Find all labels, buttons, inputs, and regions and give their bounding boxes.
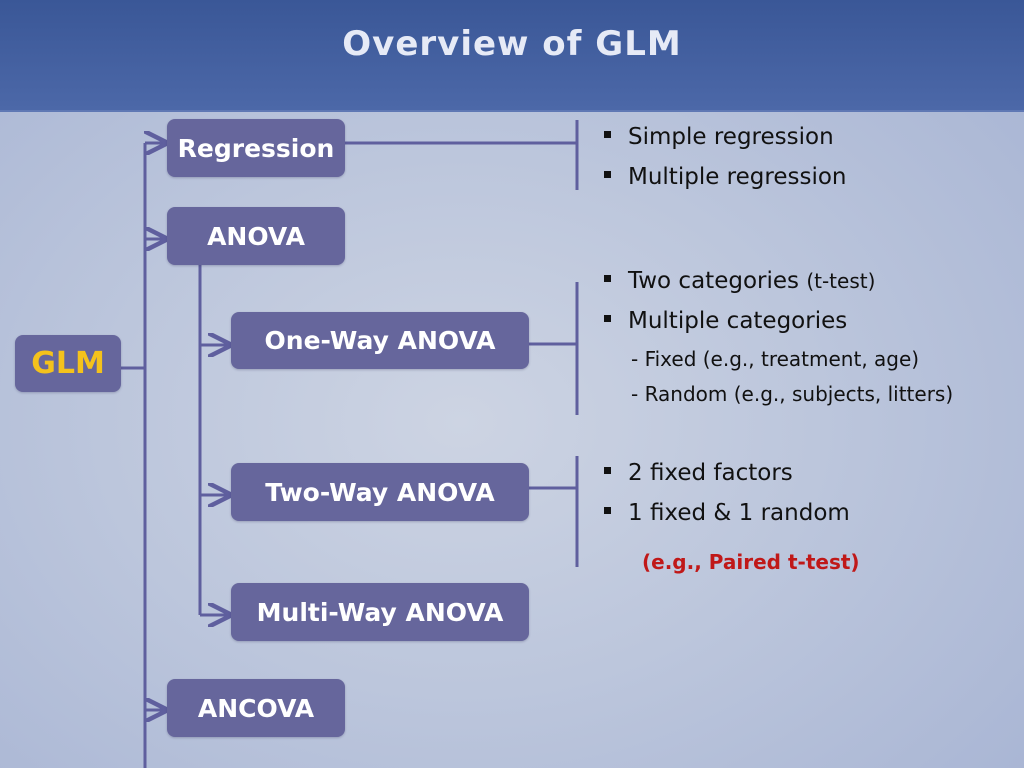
node-regression: Regression [167, 119, 345, 177]
note-text: Multiple categories [628, 308, 848, 334]
list-item: Multiple regression [604, 164, 846, 190]
node-ancova: ANCOVA [167, 679, 345, 737]
list-item: 1 fixed & 1 random [604, 500, 850, 526]
bullet-icon [604, 275, 611, 282]
paired-t-test-example: (e.g., Paired t-test) [642, 550, 860, 574]
slide-title: Overview of GLM [342, 24, 682, 64]
bullet-icon [604, 507, 611, 514]
note-text: Simple regression [628, 124, 834, 150]
title-bar: Overview of GLM [0, 0, 1024, 112]
node-one-way-anova: One-Way ANOVA [231, 312, 529, 369]
bullet-icon [604, 315, 611, 322]
node-two-way-anova: Two-Way ANOVA [231, 463, 529, 521]
list-item: Simple regression [604, 124, 834, 150]
bullet-icon [604, 467, 611, 474]
bullet-icon [604, 131, 611, 138]
node-glm: GLM [15, 335, 121, 392]
list-item: Two categories (t-test) [604, 268, 875, 294]
sub-item-random: - Random (e.g., subjects, litters) [631, 382, 954, 406]
note-text: Two categories [628, 268, 799, 294]
note-text: (t-test) [806, 269, 876, 293]
note-text: 1 fixed & 1 random [628, 500, 850, 526]
sub-item-fixed: - Fixed (e.g., treatment, age) [631, 347, 920, 371]
list-item: Multiple categories [604, 308, 847, 334]
bullet-icon [604, 171, 611, 178]
note-text: 2 fixed factors [628, 460, 793, 486]
node-multi-way-anova: Multi-Way ANOVA [231, 583, 529, 641]
node-anova: ANOVA [167, 207, 345, 265]
list-item: 2 fixed factors [604, 460, 793, 486]
note-text: Multiple regression [628, 164, 847, 190]
